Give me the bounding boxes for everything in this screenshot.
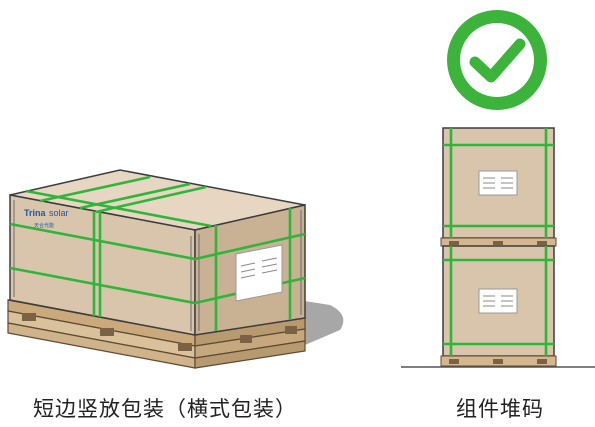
svg-text:Trina: Trina xyxy=(24,208,47,218)
upper-box-label xyxy=(478,170,518,196)
svg-text:solar: solar xyxy=(49,208,69,218)
stacked-boxes-right xyxy=(440,127,557,367)
stack-straps xyxy=(443,128,554,356)
caption-left: 短边竖放包装（横式包装） xyxy=(33,397,297,421)
lower-box-label xyxy=(478,288,518,314)
box-shadow xyxy=(295,300,344,345)
trinasolar-logo: Trina solar 天合光能 xyxy=(24,208,69,229)
caption-right: 组件堆码 xyxy=(456,397,544,421)
svg-text:天合光能: 天合光能 xyxy=(34,222,54,229)
corner-protectors xyxy=(13,200,302,331)
check-circle-icon xyxy=(447,10,547,110)
shipping-label xyxy=(235,244,283,302)
packed-pallet-box-left: Trina solar 天合光能 xyxy=(7,169,344,369)
